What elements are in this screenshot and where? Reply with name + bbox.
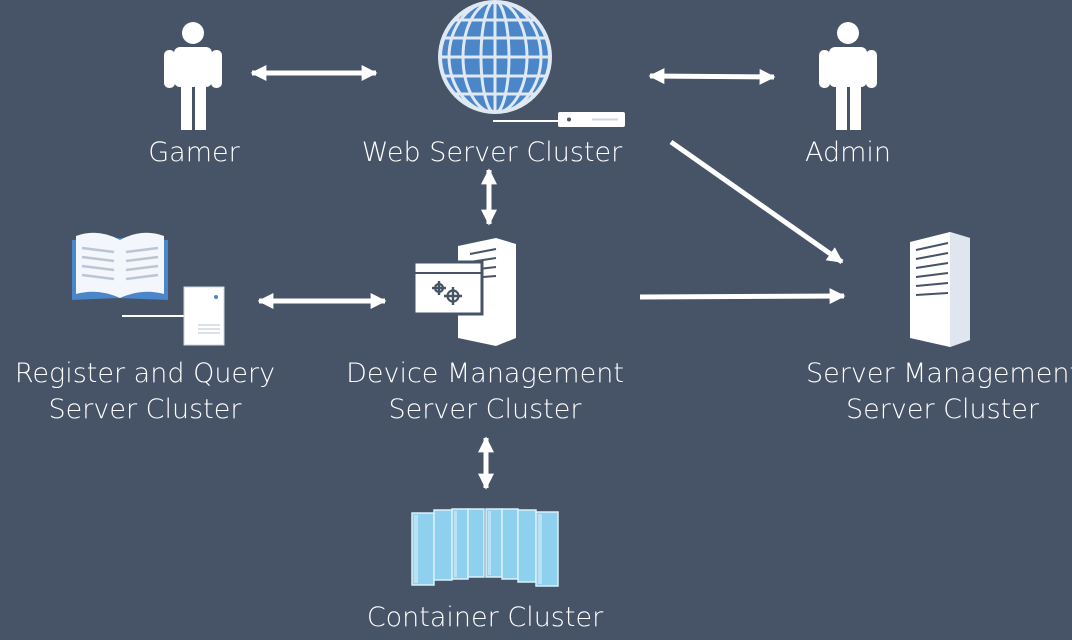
container-cluster-label: Container Cluster (366, 602, 604, 633)
register-label-line1: Register and Query (14, 358, 276, 389)
register-label-line2: Server Cluster (48, 394, 242, 425)
container-rack-icon (411, 508, 559, 587)
edge-web-servermgmt (669, 139, 844, 265)
server-tower-icon (910, 232, 970, 347)
gear-server-icon (412, 238, 516, 346)
register-query-server-cluster-label: Register and Query Server Cluster (0, 356, 290, 428)
book-server-icon (72, 232, 225, 346)
globe-server-icon (438, 0, 625, 127)
admin-label: Admin (804, 137, 892, 168)
device-label-line2: Server Cluster (388, 394, 582, 425)
device-management-server-cluster-label: Device Management Server Cluster (335, 356, 635, 428)
edge-web-admin (648, 68, 776, 85)
device-label-line1: Device Management (346, 358, 624, 389)
servermgmt-label-line2: Server Cluster (846, 394, 1039, 425)
servermgmt-label-line1: Server Management (806, 358, 1072, 389)
edge-device-servermgmt (639, 288, 846, 305)
admin-person-icon (819, 22, 877, 130)
gamer-person-icon (164, 22, 222, 130)
server-management-server-cluster-label: Server Management Server Cluster (800, 356, 1072, 428)
web-server-cluster-label: Web Server Cluster (361, 137, 623, 168)
gamer-label: Gamer (148, 137, 240, 168)
